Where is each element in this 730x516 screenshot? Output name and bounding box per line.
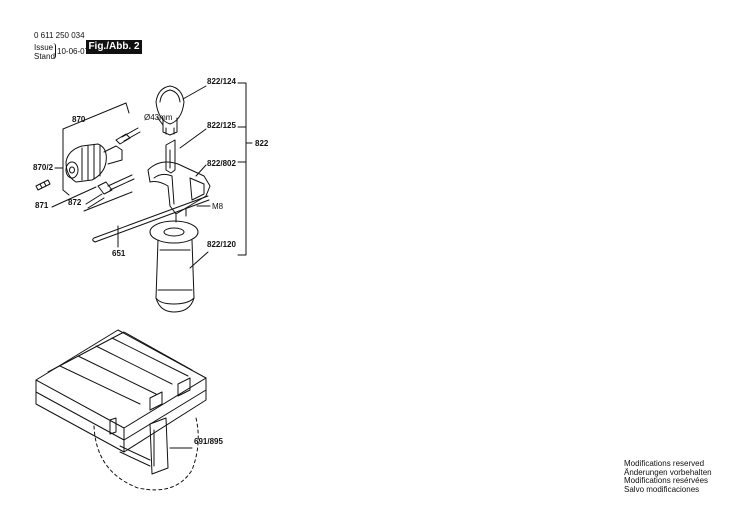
note-line: Änderungen vorbehalten [624,467,712,477]
callout-822-124: 822/124 [207,77,236,86]
callout-870-2: 870/2 [33,163,54,172]
clamp-ring-822-124 [155,85,185,136]
modification-notes: Modifications reserved Änderungen vorbeh… [624,459,712,494]
issue-date: 10-06-07 [57,47,90,56]
callout-822-125: 822/125 [207,121,236,130]
handle-grip-822-120 [149,220,199,313]
screw-870-2 [35,179,51,191]
bracket-870 [51,102,133,248]
note-line: Modifications reserved [624,459,705,468]
note-line: Salvo modificaciones [624,484,700,494]
issue-label: Issue [34,43,54,52]
depth-stop-822-125 [165,139,176,174]
note-line: Modifications resérvées [624,476,709,486]
callout-871: 871 [35,201,49,210]
dimension-43mm: Ø43mm [144,113,173,122]
callout-822-802: 822/802 [207,159,236,168]
thread-m8: M8 [212,202,224,211]
chuck-key-872 [85,174,135,209]
callout-691-895: 691/895 [194,437,223,446]
callout-870: 870 [72,115,86,124]
figure-label: Fig./Abb. 2 [86,40,142,54]
stand-label: Stand [34,52,55,61]
bracket-822 [237,82,253,256]
case-detail-circle [93,417,199,491]
callout-872: 872 [68,198,82,207]
depth-rod-651 [92,195,210,243]
part-number: 0 611 250 034 [34,31,85,40]
callout-822: 822 [255,139,269,148]
callout-651: 651 [112,249,126,258]
callout-822-120: 822/120 [207,240,236,249]
issue-brace [52,43,56,59]
chuck-870 [65,127,141,183]
carrying-case [35,329,207,453]
